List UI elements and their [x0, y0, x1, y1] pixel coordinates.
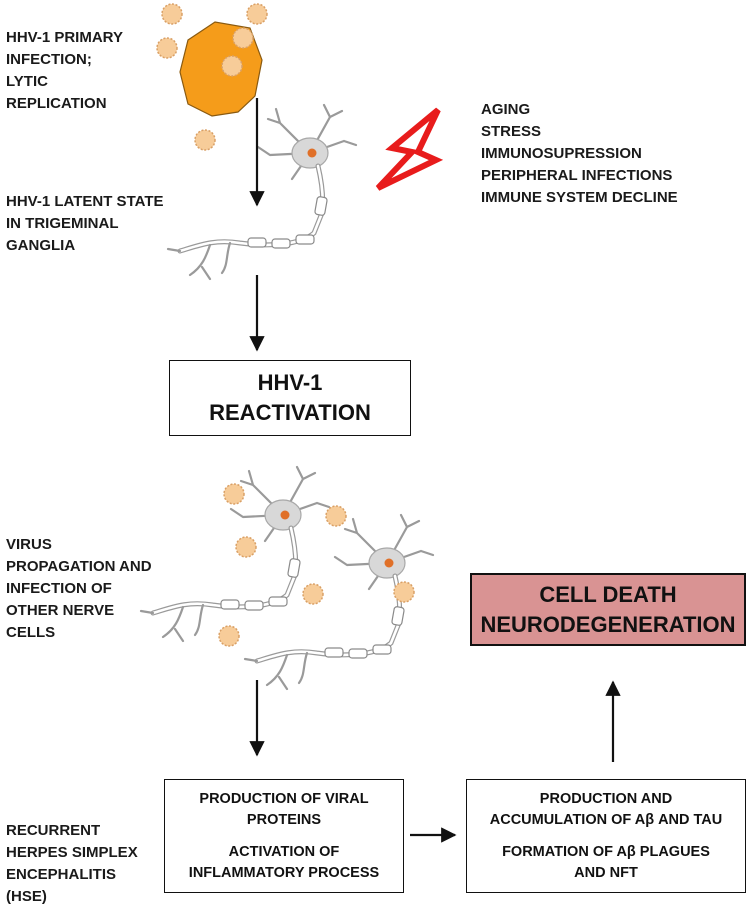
trigger-list: AGING STRESS IMMUNOSUPRESSION PERIPHERAL… [481, 99, 678, 209]
abeta-box: PRODUCTION AND ACCUMULATION OF Aβ AND TA… [466, 779, 746, 893]
virion-icon [218, 625, 240, 647]
trigger-item: AGING [481, 101, 531, 118]
virion-icon [235, 536, 257, 558]
primary-infection-label: HHV-1 PRIMARY INFECTION; LYTIC REPLICATI… [6, 29, 123, 112]
virion-icon [325, 505, 347, 527]
virion-icon [161, 3, 183, 25]
virion-icon [194, 129, 216, 151]
virion-icon [302, 583, 324, 605]
reactivation-box: HHV-1 REACTIVATION [169, 360, 411, 436]
trigger-item: STRESS [481, 123, 542, 140]
trigger-item: IMMUNE SYSTEM DECLINE [481, 189, 678, 206]
cell-death-box: CELL DEATH NEURODEGENERATION [470, 573, 746, 646]
neuron-icon [168, 105, 356, 279]
virion-icon [223, 483, 245, 505]
abeta-plaques-text: FORMATION OF Aβ PLAGUES AND NFT [502, 843, 710, 881]
virion-icon [393, 581, 415, 603]
inflammatory-text: ACTIVATION OF INFLAMMATORY PROCESS [188, 843, 380, 881]
viral-proteins-text: PRODUCTION OF VIRAL PROTEINS [199, 790, 369, 828]
hse-label: RECURRENT HERPES SIMPLEX ENCEPHALITIS (H… [6, 822, 138, 905]
trigger-item: PERIPHERAL INFECTIONS [481, 167, 673, 184]
latent-state-label: HHV-1 LATENT STATE IN TRIGEMINAL GANGLIA [6, 193, 164, 254]
abeta-production-text: PRODUCTION AND ACCUMULATION OF Aβ AND TA… [489, 790, 723, 828]
viral-proteins-box: PRODUCTION OF VIRAL PROTEINS ACTIVATION … [164, 779, 404, 893]
reactivation-text: HHV-1 REACTIVATION [209, 370, 371, 425]
virion-icon [246, 3, 268, 25]
virion-icon [232, 27, 254, 49]
virion-icon [156, 37, 178, 59]
cell-death-text: CELL DEATH NEURODEGENERATION [480, 581, 736, 637]
propagation-label: VIRUS PROPAGATION AND INFECTION OF OTHER… [6, 536, 152, 641]
lightning-icon [375, 107, 444, 191]
virion-icon [221, 55, 243, 77]
trigger-item: IMMUNOSUPRESSION [481, 145, 642, 162]
